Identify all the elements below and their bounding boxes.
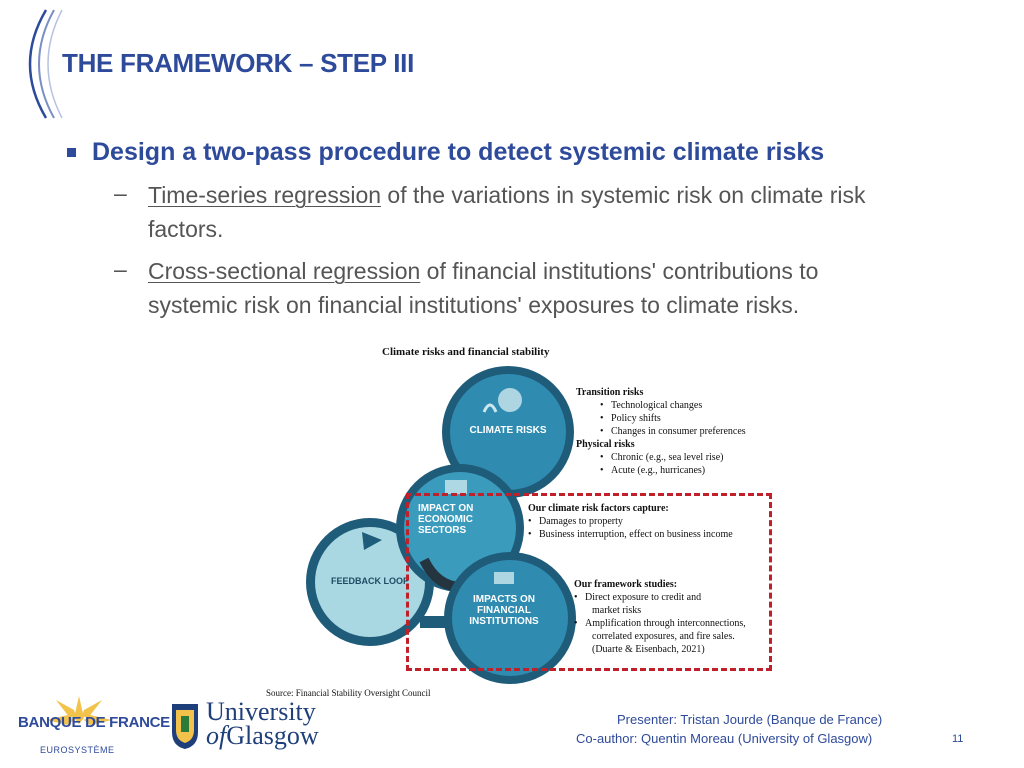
- bank-icon: [494, 572, 514, 584]
- sub-bullet-1-term: Time-series regression: [148, 182, 382, 208]
- list-item: • Amplification through interconnections…: [574, 618, 746, 629]
- figure-source: Source: Financial Stability Oversight Co…: [266, 688, 431, 698]
- sub-bullet-1-line2: factors.: [148, 216, 224, 242]
- highlight-dashed-box: [406, 493, 772, 671]
- climate-risks-label: CLIMATE RISKS: [469, 425, 547, 436]
- bdf-logo-text: BANQUE DE FRANCE: [18, 714, 170, 731]
- figure-title: Climate risks and financial stability: [382, 346, 550, 358]
- slide-heading: Design a two-pass procedure to detect sy…: [92, 138, 825, 166]
- financial-institutions-label: IMPACTS ON FINANCIAL INSTITUTIONS: [466, 594, 542, 627]
- list-item-cont: (Duarte & Eisenbach, 2021): [592, 644, 705, 655]
- climate-risk-cycle-diagram: [306, 366, 576, 684]
- list-item-cont: correlated exposures, and fire sales.: [592, 631, 735, 642]
- sub-bullet-dash: –: [114, 180, 127, 206]
- sub-bullet-2-line2: systemic risk on financial institutions'…: [148, 292, 800, 318]
- glasgow-logo-text: University ofGlasgow: [206, 697, 319, 750]
- feedback-loop-label: FEEDBACK LOOP: [330, 576, 409, 586]
- sub-bullet-2-term: Cross-sectional regression: [148, 258, 421, 284]
- economic-sectors-line: SECTORS: [418, 525, 467, 536]
- economic-sectors-line: IMPACT ON: [418, 503, 474, 514]
- flame-icon: [482, 403, 498, 413]
- capture-heading: Our climate risk factors capture:: [528, 503, 669, 514]
- sub-bullet-2-text: of financial institutions' contributions…: [420, 258, 819, 284]
- arrow-icon: [362, 532, 382, 550]
- economic-sectors-line: ECONOMIC: [418, 514, 473, 525]
- glasgow-line2: Glasgow: [226, 721, 319, 750]
- factory-icon: [445, 480, 467, 494]
- list-item: • Business interruption, effect on busin…: [528, 529, 733, 540]
- bdf-logo-subtext: EUROSYSTÈME: [40, 745, 115, 755]
- list-item: • Direct exposure to credit and: [574, 592, 702, 603]
- financial-institutions-circle: [452, 560, 568, 676]
- sub-bullet-1: Time-series regression of the variations…: [148, 178, 988, 246]
- glasgow-of: of: [206, 721, 227, 750]
- glasgow-line2-row: ofGlasgow: [206, 721, 319, 750]
- list-item: • Damages to property: [528, 516, 623, 527]
- financial-institutions-line: INSTITUTIONS: [469, 616, 539, 627]
- coauthor-text: Co-author: Quentin Moreau (University of…: [576, 731, 873, 746]
- capture-list: Our climate risk factors capture: • Dama…: [528, 502, 764, 541]
- banque-de-france-emblem-icon: [46, 696, 112, 725]
- list-item: • Chronic (e.g., sea level rise): [600, 452, 724, 463]
- studies-heading: Our framework studies:: [574, 579, 678, 590]
- page-number: 11: [952, 733, 964, 745]
- feedback-loop-circle: [315, 527, 425, 637]
- studies-list: Our framework studies: • Direct exposure…: [574, 578, 764, 656]
- glasgow-crest-icon: [172, 704, 198, 749]
- list-item: • Acute (e.g., hurricanes): [600, 465, 706, 476]
- sub-bullet-1-text: of the variations in systemic risk on cl…: [381, 182, 866, 208]
- sub-bullet-2: Cross-sectional regression of financial …: [148, 254, 1008, 322]
- list-item: • Changes in consumer preferences: [600, 426, 746, 437]
- globe-icon: [498, 388, 522, 412]
- list-item-cont: market risks: [592, 605, 642, 616]
- transition-risks-heading: Transition risks: [576, 387, 644, 398]
- sub-bullet-dash: –: [114, 256, 127, 282]
- financial-institutions-line: FINANCIAL: [477, 605, 531, 616]
- list-item: • Technological changes: [600, 400, 703, 411]
- list-item: • Policy shifts: [600, 413, 661, 424]
- physical-risks-heading: Physical risks: [576, 439, 635, 450]
- economic-sectors-label: IMPACT ON ECONOMIC SECTORS: [418, 503, 473, 536]
- risk-types-list: Transition risks • Technological changes…: [576, 386, 776, 477]
- presenter-text: Presenter: Tristan Jourde (Banque de Fra…: [617, 712, 883, 727]
- slide-title: THE FRAMEWORK – STEP III: [62, 48, 415, 78]
- glasgow-line1: University: [206, 697, 316, 726]
- bracket-decoration-icon: [28, 9, 63, 119]
- climate-risks-circle: [450, 374, 566, 490]
- financial-institutions-line: IMPACTS ON: [472, 594, 536, 605]
- bullet-square: [67, 148, 76, 157]
